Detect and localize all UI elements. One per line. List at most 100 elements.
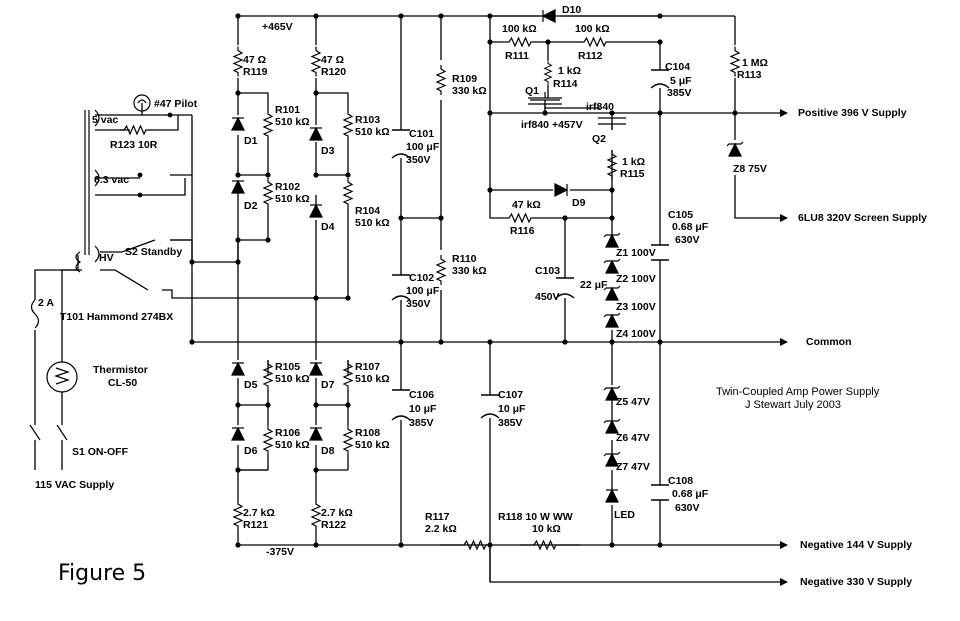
component-label: R107 xyxy=(355,361,380,373)
component-label: D3 xyxy=(321,145,335,157)
component-label: 330 kΩ xyxy=(452,85,487,97)
component-label: 10 kΩ xyxy=(532,523,561,535)
component-label: C105 xyxy=(668,209,693,221)
component-label: R110 xyxy=(452,253,477,265)
component-label: 2 A xyxy=(38,297,54,309)
component-label: 6.3 vac xyxy=(94,174,129,186)
component-label: 450V xyxy=(535,291,560,303)
component-label: 510 kΩ xyxy=(355,217,390,229)
component-label: Common xyxy=(806,336,852,348)
rail-plus-465-label: +465V xyxy=(262,21,293,33)
component-label: R117 xyxy=(425,511,450,523)
component-label: D10 xyxy=(562,4,581,16)
component-label: 330 kΩ xyxy=(452,265,487,277)
title-line-2: J Stewart July 2003 xyxy=(745,399,841,411)
component-label: Positive 396 V Supply xyxy=(798,107,907,119)
component-label: 100 kΩ xyxy=(502,23,537,35)
component-label: 10 μF xyxy=(409,403,437,415)
component-label: S2 Standby xyxy=(125,246,182,258)
component-label: R109 xyxy=(452,73,477,85)
title-line-1: Twin-Coupled Amp Power Supply xyxy=(716,386,880,398)
misc-symbols xyxy=(29,92,626,441)
component-label: 1 kΩ xyxy=(622,156,645,168)
component-label: Z3 100V xyxy=(616,301,656,313)
component-label: 1 MΩ xyxy=(742,57,768,69)
component-label: 510 kΩ xyxy=(355,439,390,451)
component-label: D1 xyxy=(244,135,258,147)
component-label: 6LU8 320V Screen Supply xyxy=(798,212,927,224)
component-label: Thermistor xyxy=(93,364,148,376)
component-label: 385V xyxy=(498,417,523,429)
component-label: R116 xyxy=(510,225,535,237)
component-label: 630V xyxy=(675,502,700,514)
component-label: 5 vac xyxy=(92,114,118,126)
component-label: Z7 47V xyxy=(616,461,650,473)
diodes xyxy=(231,9,744,503)
component-label: D5 xyxy=(244,379,258,391)
component-label: 350V xyxy=(406,298,431,310)
component-label: LED xyxy=(614,509,635,521)
component-label: R101 xyxy=(275,104,300,116)
component-label: Z1 100V xyxy=(616,247,656,259)
component-label: irf840 xyxy=(521,119,549,131)
component-label: 510 kΩ xyxy=(355,373,390,385)
component-label: S1 ON-OFF xyxy=(72,446,129,458)
component-label: C103 xyxy=(535,265,560,277)
component-label: irf840 xyxy=(586,101,614,113)
component-label: 47 Ω xyxy=(321,54,344,66)
component-label: C106 xyxy=(409,389,434,401)
component-label: 510 kΩ xyxy=(275,373,310,385)
component-label: D4 xyxy=(321,221,335,233)
component-label: Z2 100V xyxy=(616,273,656,285)
component-label: C107 xyxy=(498,389,523,401)
component-label: 510 kΩ xyxy=(275,439,310,451)
component-label: 0.68 μF xyxy=(672,488,709,500)
component-label: Z5 47V xyxy=(616,396,650,408)
component-label: R108 xyxy=(355,427,380,439)
component-label: T101 Hammond 274BX xyxy=(60,311,173,323)
component-label: 47 Ω xyxy=(243,54,266,66)
component-label: 2.7 kΩ xyxy=(243,507,275,519)
component-label: D7 xyxy=(321,379,335,391)
component-label: 510 kΩ xyxy=(275,116,310,128)
component-label: Q1 xyxy=(525,85,539,97)
component-label: R123 10R xyxy=(110,139,158,151)
component-label: 2.2 kΩ xyxy=(425,523,457,535)
component-label: 100 μF xyxy=(406,141,440,153)
component-label: R102 xyxy=(275,181,300,193)
component-label: 385V xyxy=(409,417,434,429)
component-label: 510 kΩ xyxy=(355,126,390,138)
component-label: D9 xyxy=(572,197,586,209)
component-label: C108 xyxy=(668,475,693,487)
component-label: 630V xyxy=(675,234,700,246)
component-label: R120 xyxy=(321,66,346,78)
component-label: HV xyxy=(99,252,114,264)
component-label: 385V xyxy=(667,87,692,99)
component-label: R111 xyxy=(505,50,529,62)
component-label: C104 xyxy=(665,61,690,73)
component-label: D6 xyxy=(244,445,258,457)
component-label: 5 μF xyxy=(670,75,692,87)
component-label: R114 xyxy=(553,78,578,90)
capacitors xyxy=(391,69,670,501)
component-label: 47 kΩ xyxy=(512,199,541,211)
component-label: 100 kΩ xyxy=(575,23,610,35)
component-label: C102 xyxy=(409,272,434,284)
component-label: Z6 47V xyxy=(616,432,650,444)
component-label: 0.68 μF xyxy=(672,221,709,233)
component-label: 1 kΩ xyxy=(558,65,581,77)
component-label: CL-50 xyxy=(108,377,137,389)
component-label: Z4 100V xyxy=(616,328,656,340)
component-label: 22 μF xyxy=(580,279,608,291)
component-label: 10 μF xyxy=(498,403,526,415)
component-label: C101 xyxy=(409,128,434,140)
component-label: Q2 xyxy=(592,133,606,145)
component-label: 115 VAC Supply xyxy=(35,479,114,491)
component-label: D2 xyxy=(244,200,258,212)
component-label: 350V xyxy=(406,154,431,166)
component-label: R106 xyxy=(275,427,300,439)
rail-minus-375-label: -375V xyxy=(266,546,294,558)
component-label: R119 xyxy=(243,66,268,78)
component-label: Negative 330 V Supply xyxy=(800,576,912,588)
